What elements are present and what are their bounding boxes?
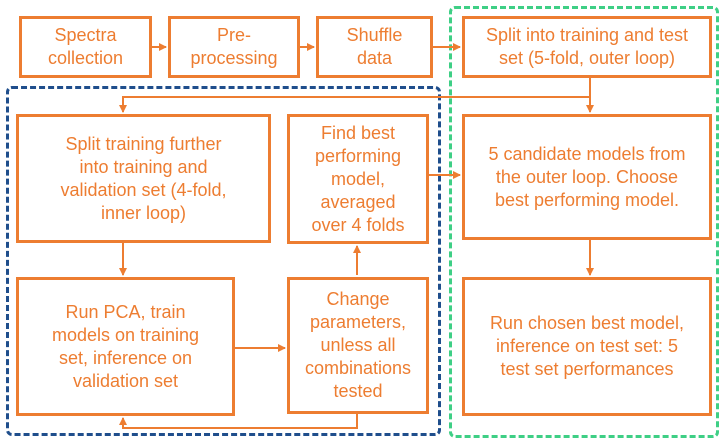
- inner-loop-region: [6, 86, 441, 436]
- box-run-pca: Run PCA, train models on training set, i…: [16, 277, 235, 416]
- box-find-best: Find best performing model, averaged ove…: [287, 114, 429, 244]
- box-change-parameters: Change parameters, unless all combinatio…: [287, 277, 429, 414]
- arrow-split-outer-to-split-inner: [119, 78, 591, 113]
- arrow-change-params-loop-back: [119, 414, 358, 429]
- box-split-inner: Split training further into training and…: [16, 114, 271, 243]
- box-preprocessing: Pre- processing: [168, 16, 300, 78]
- box-split-outer: Split into training and test set (5-fold…: [462, 16, 712, 78]
- box-shuffle-data: Shuffle data: [316, 16, 433, 78]
- outer-loop-region: [449, 6, 719, 438]
- box-spectra-collection: Spectra collection: [19, 16, 152, 78]
- box-candidate-models: 5 candidate models from the outer loop. …: [462, 114, 712, 240]
- box-run-best-model: Run chosen best model, inference on test…: [462, 277, 712, 416]
